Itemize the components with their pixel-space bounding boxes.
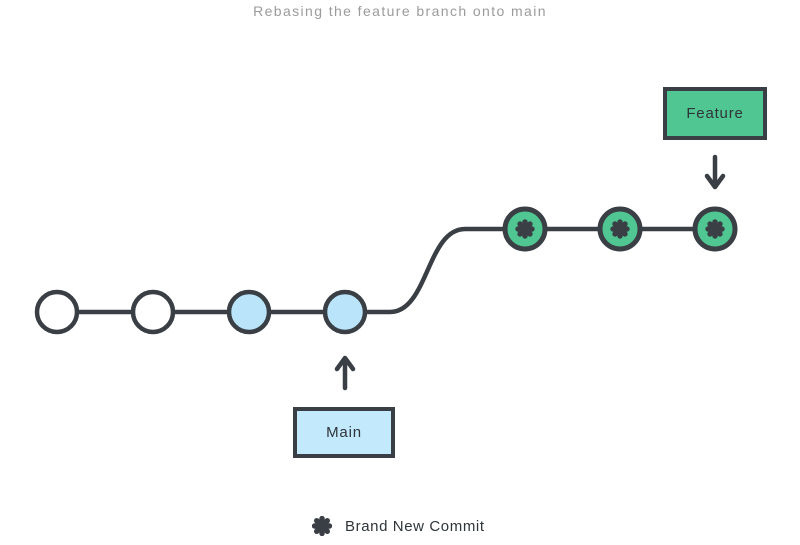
main-branch-label-text: Main <box>326 424 362 441</box>
arrow-down-icon <box>704 154 726 190</box>
commit-node-empty-2 <box>130 289 176 335</box>
main-branch-label: Main <box>293 407 395 458</box>
asterisk-icon <box>705 219 725 239</box>
asterisk-icon <box>610 219 630 239</box>
legend: Brand New Commit <box>312 516 485 536</box>
asterisk-icon <box>312 516 332 536</box>
feature-branch-label: Feature <box>663 87 767 140</box>
commit-node-main-1 <box>226 289 272 335</box>
arrow-up-icon <box>334 355 356 391</box>
commit-node-empty-1 <box>34 289 80 335</box>
rebase-curve-line <box>345 226 525 315</box>
legend-label: Brand New Commit <box>345 517 485 535</box>
asterisk-icon <box>515 219 535 239</box>
page-title: Rebasing the feature branch onto main <box>253 3 547 19</box>
commit-node-main-2 <box>322 289 368 335</box>
feature-branch-label-text: Feature <box>686 105 744 122</box>
